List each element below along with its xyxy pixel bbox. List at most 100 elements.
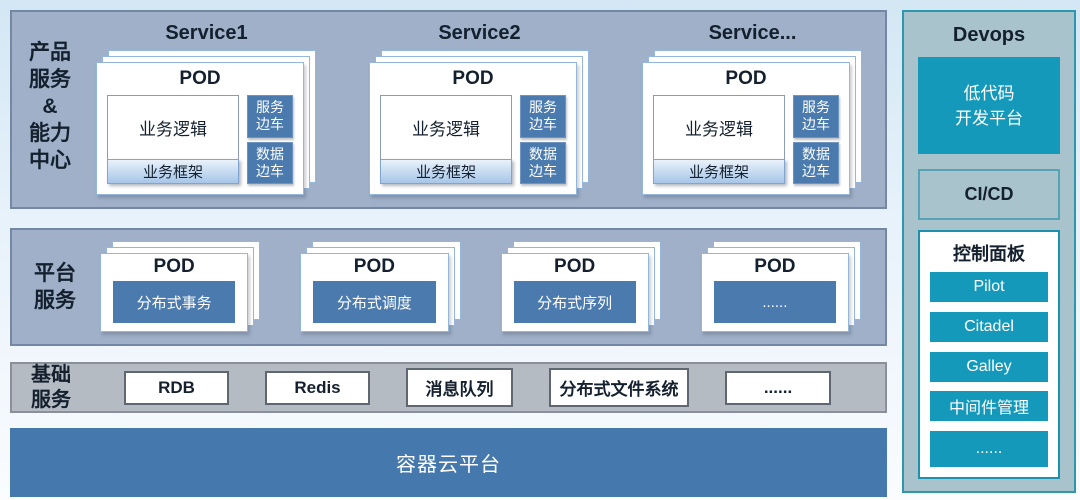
product-band-label-line: 服务	[29, 68, 71, 91]
control-panel-item-citadel: Citadel	[930, 311, 1048, 342]
pod-body: 业务逻辑 业务框架 服务 边车 数据 边车	[107, 95, 293, 184]
platform-pod-stack: POD ......	[700, 241, 861, 332]
platform-pods: POD 分布式事务 POD 分布式调度 POD 分布式序列	[84, 236, 871, 338]
business-logic-box: 业务逻辑	[380, 95, 512, 160]
service-sidecar-box: 服务 边车	[520, 95, 566, 138]
pod-title: POD	[353, 256, 395, 277]
pod-title: POD	[153, 256, 195, 277]
platform-band-label: 平台 服务	[26, 236, 84, 338]
sidecar-label-line: 服务	[529, 99, 557, 116]
platform-pod-card: POD 分布式序列	[500, 253, 649, 332]
devops-title: Devops	[952, 24, 1026, 46]
pod-body: 业务逻辑 业务框架 服务 边车 数据 边车	[653, 95, 839, 184]
pod-stack: POD 业务逻辑 业务框架 服务 边车	[96, 50, 316, 195]
infra-item-rdb: RDB	[124, 370, 229, 405]
platform-pod-card: POD 分布式调度	[300, 253, 449, 332]
product-band-label-line: 能力	[29, 122, 71, 145]
data-sidecar-box: 数据 边车	[520, 141, 566, 184]
logic-column: 业务逻辑 业务框架	[380, 95, 512, 184]
service-column-2: Service2 POD 业务逻辑 业务框架	[367, 18, 592, 195]
control-panel-item-ellipsis: ......	[930, 431, 1048, 467]
pod-stack: POD 业务逻辑 业务框架 服务 边车	[642, 50, 862, 195]
sidecar-label-line: 服务	[802, 99, 830, 116]
business-logic-box: 业务逻辑	[107, 95, 239, 160]
sidecar-label-line: 边车	[256, 162, 284, 179]
business-framework-box: 业务框架	[380, 159, 512, 184]
control-panel-item-pilot: Pilot	[930, 272, 1048, 302]
data-sidecar-box: 数据 边车	[793, 141, 839, 184]
sidecar-label-line: 数据	[529, 145, 557, 162]
data-sidecar-box: 数据 边车	[247, 141, 293, 184]
service-title: Service1	[165, 22, 248, 44]
distributed-transaction-box: 分布式事务	[113, 281, 236, 323]
container-cloud-platform-bar: 容器云平台	[10, 428, 887, 497]
cicd-box: CI/CD	[918, 169, 1060, 220]
lowcode-label-line: 开发平台	[955, 108, 1023, 128]
platform-pod-card: POD 分布式事务	[100, 253, 249, 332]
infra-item-message-queue: 消息队列	[406, 368, 513, 407]
devops-panel: Devops 低代码 开发平台 CI/CD 控制面板 Pilot Citadel…	[902, 10, 1076, 493]
sidecar-label-line: 边车	[802, 116, 830, 133]
infra-items: RDB Redis 消息队列 分布式文件系统 ......	[80, 368, 875, 407]
infra-item-redis: Redis	[265, 370, 370, 405]
product-services-band: 产品 服务 & 能力 中心 Service1 POD 业务逻辑 业务框架	[10, 10, 887, 209]
sidecars: 服务 边车 数据 边车	[520, 95, 566, 184]
platform-pod-card: POD ......	[700, 253, 849, 332]
infra-band-label: 基础 服务	[22, 364, 80, 411]
business-framework-box: 业务框架	[107, 159, 239, 184]
pod-card: POD 业务逻辑 业务框架 服务 边车	[369, 62, 577, 195]
product-band-label-line: &	[42, 95, 58, 118]
infra-band-label-line: 基础	[31, 363, 71, 386]
product-band-label: 产品 服务 & 能力 中心	[20, 18, 80, 195]
pod-title: POD	[179, 68, 221, 89]
pod-body: 业务逻辑 业务框架 服务 边车 数据 边车	[380, 95, 566, 184]
pod-card: POD 业务逻辑 业务框架 服务 边车	[96, 62, 304, 195]
infra-band-label-line: 服务	[31, 388, 71, 411]
platform-pod-stack: POD 分布式序列	[500, 241, 661, 332]
infra-item-distributed-fs: 分布式文件系统	[549, 368, 689, 407]
logic-column: 业务逻辑 业务框架	[107, 95, 239, 184]
pod-title: POD	[452, 68, 494, 89]
pod-card: POD 业务逻辑 业务框架 服务 边车	[642, 62, 850, 195]
service-column-3: Service... POD 业务逻辑 业务框架	[640, 18, 865, 195]
platform-pod-stack: POD 分布式事务	[100, 241, 261, 332]
platform-band-label-line: 平台	[34, 262, 76, 285]
sidecars: 服务 边车 数据 边车	[793, 95, 839, 184]
lowcode-label-line: 低代码	[963, 83, 1015, 103]
sidecars: 服务 边车 数据 边车	[247, 95, 293, 184]
service-columns: Service1 POD 业务逻辑 业务框架	[80, 18, 875, 195]
service-column-1: Service1 POD 业务逻辑 业务框架	[94, 18, 319, 195]
infra-services-band: 基础 服务 RDB Redis 消息队列 分布式文件系统 ......	[10, 362, 887, 413]
sidecar-label-line: 边车	[802, 162, 830, 179]
platform-band-label-line: 服务	[34, 289, 76, 312]
control-panel-title: 控制面板	[953, 244, 1025, 264]
business-logic-box: 业务逻辑	[653, 95, 785, 160]
product-band-label-line: 中心	[29, 149, 71, 172]
platform-pod-stack: POD 分布式调度	[300, 241, 461, 332]
platform-pod-ellipsis-box: ......	[713, 281, 836, 323]
distributed-scheduling-box: 分布式调度	[313, 281, 436, 323]
service-title: Service...	[708, 22, 797, 44]
service-sidecar-box: 服务 边车	[793, 95, 839, 138]
control-panel-list: Pilot Citadel Galley 中间件管理 ......	[930, 272, 1048, 467]
logic-column: 业务逻辑 业务框架	[653, 95, 785, 184]
lowcode-platform-box: 低代码 开发平台	[918, 57, 1060, 154]
sidecar-label-line: 边车	[529, 162, 557, 179]
sidecar-label-line: 边车	[256, 116, 284, 133]
pod-title: POD	[554, 256, 596, 277]
business-framework-box: 业务框架	[653, 159, 785, 184]
pod-title: POD	[725, 68, 767, 89]
infra-item-ellipsis: ......	[725, 370, 831, 405]
sidecar-label-line: 边车	[529, 116, 557, 133]
platform-services-band: 平台 服务 POD 分布式事务 POD 分布式调度	[10, 228, 887, 346]
service-title: Service2	[438, 22, 521, 44]
distributed-sequence-box: 分布式序列	[513, 281, 636, 323]
sidecar-label-line: 数据	[802, 145, 830, 162]
pod-title: POD	[754, 256, 796, 277]
sidecar-label-line: 服务	[256, 99, 284, 116]
service-sidecar-box: 服务 边车	[247, 95, 293, 138]
control-panel-item-middleware: 中间件管理	[930, 391, 1048, 422]
control-panel-item-galley: Galley	[930, 351, 1048, 382]
pod-stack: POD 业务逻辑 业务框架 服务 边车	[369, 50, 589, 195]
